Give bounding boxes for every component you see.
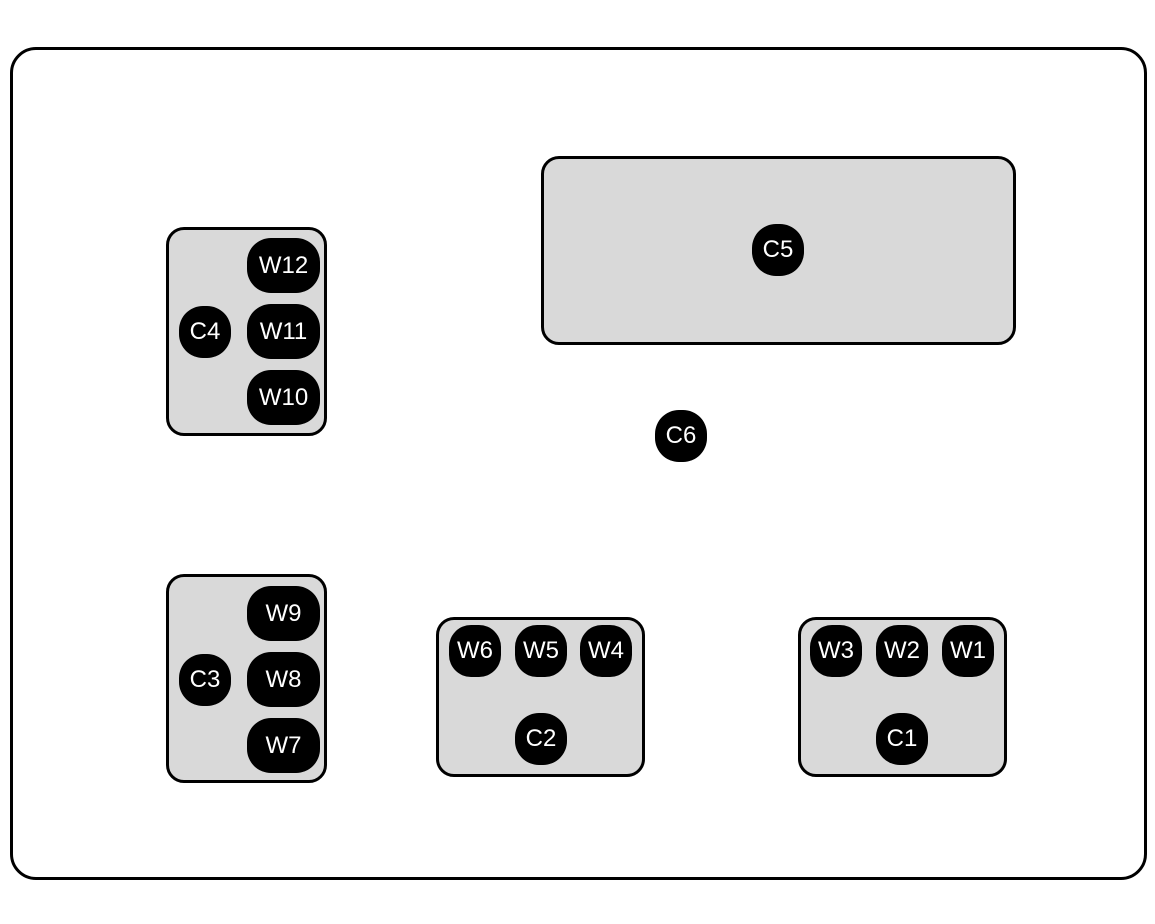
node-w5: W5 [515,625,567,677]
node-w1: W1 [942,625,994,677]
node-w10: W10 [247,370,320,425]
node-c5: C5 [752,224,804,276]
node-c6: C6 [655,410,707,462]
node-w12: W12 [247,238,320,293]
node-w7: W7 [247,718,320,773]
node-w2: W2 [876,625,928,677]
node-c2: C2 [515,713,567,765]
node-c3: C3 [179,654,231,706]
node-w3: W3 [810,625,862,677]
node-w4: W4 [580,625,632,677]
node-w6: W6 [449,625,501,677]
node-c1: C1 [876,713,928,765]
node-w8: W8 [247,652,320,707]
node-w11: W11 [247,304,320,359]
node-c4: C4 [179,306,231,358]
node-w9: W9 [247,586,320,641]
